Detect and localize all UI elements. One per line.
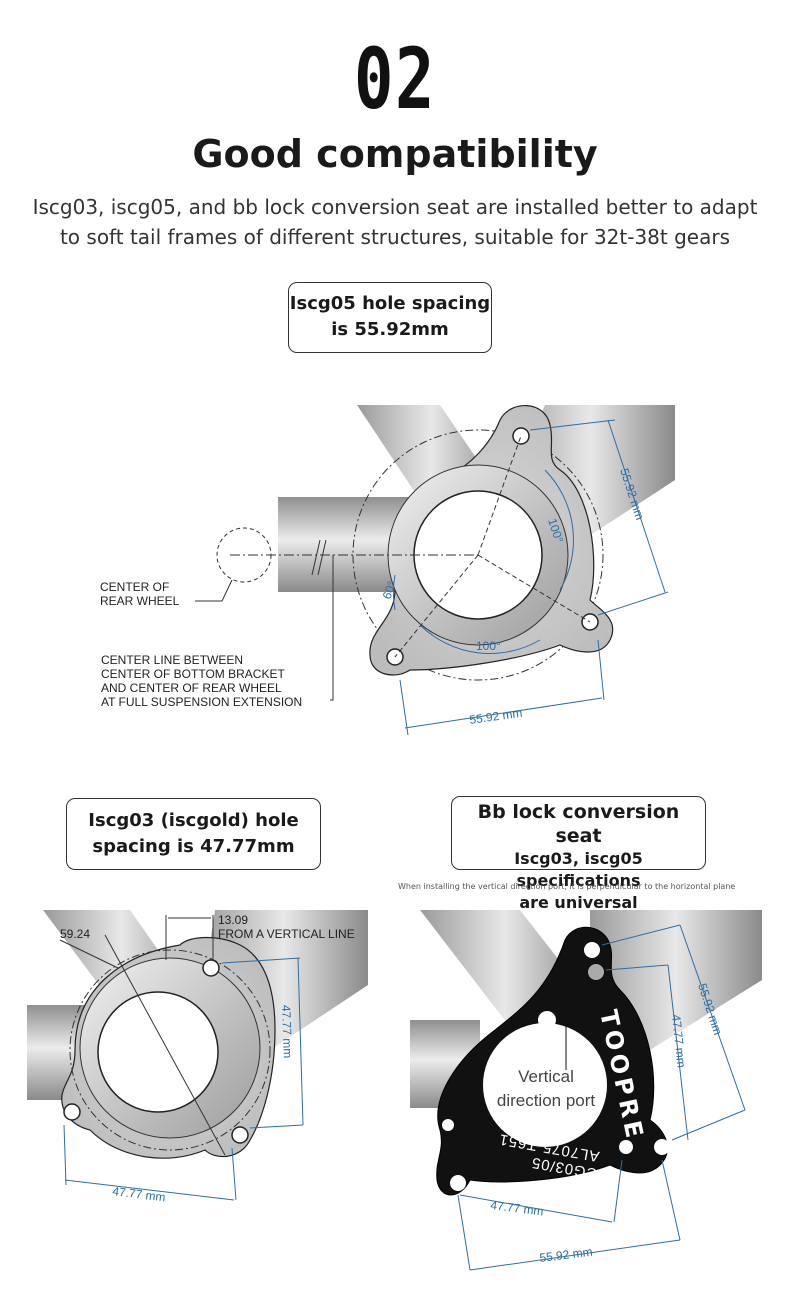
- iscg03-label-line-1: Iscg03 (iscgold) hole: [88, 810, 299, 831]
- subtitle-line-1: Iscg03, iscg05, and bb lock conversion s…: [32, 195, 758, 219]
- bolt-hole: [202, 959, 220, 977]
- port-label-2: direction port: [497, 1091, 596, 1110]
- bolt-hole: [584, 942, 600, 958]
- iscg03-dim-bottom: 47.77 mm: [112, 1184, 167, 1204]
- iscg05-dim-bottom: 55.92 mm: [468, 706, 523, 727]
- bolt-hole: [63, 1103, 81, 1121]
- bolt-hole: [442, 1119, 454, 1131]
- bb-dim-bottom-2: 55.92 mm: [539, 1245, 594, 1265]
- port-notch: [538, 1011, 556, 1029]
- bb-bore: [97, 991, 219, 1113]
- offset-value-label: 13.09: [218, 913, 248, 927]
- section-number: 02: [353, 30, 437, 128]
- iscg05-label-line-2: is 55.92mm: [331, 319, 449, 340]
- bb-lock-label-line-2: are universal: [519, 893, 638, 912]
- centerline-label-1: CENTER LINE BETWEEN: [101, 653, 243, 667]
- iscg05-label-line-1: Iscg05 hole spacing: [289, 293, 491, 314]
- iscg05-diagram: [195, 405, 675, 736]
- iscg05-label-box: Iscg05 hole spacing is 55.92mm: [288, 282, 492, 353]
- angle-label-left: 60°: [380, 579, 399, 601]
- installation-note: When installing the vertical direction p…: [398, 882, 736, 891]
- bolt-hole: [450, 1175, 466, 1191]
- bolt-hole: [619, 1140, 633, 1154]
- centerline-label-4: AT FULL SUSPENSION EXTENSION: [101, 695, 302, 709]
- iscg03-label-line-2: spacing is 47.77mm: [92, 836, 295, 857]
- offset-text-label: FROM A VERTICAL LINE: [218, 927, 355, 941]
- angle-label-lower: 100°: [476, 639, 501, 653]
- centerline-label-3: AND CENTER OF REAR WHEEL: [101, 681, 282, 695]
- rear-wheel-label-2: REAR WHEEL: [100, 594, 180, 608]
- bolt-hole: [588, 964, 604, 980]
- port-bore: [483, 1023, 607, 1147]
- rear-wheel-center: [216, 527, 272, 583]
- bolt-hole: [231, 1126, 249, 1144]
- bb-lock-diagram: [410, 910, 762, 1271]
- subtitle: Iscg03, iscg05, and bb lock conversion s…: [0, 192, 790, 252]
- subtitle-line-2: to soft tail frames of different structu…: [59, 225, 731, 249]
- iscg03-label-box: Iscg03 (iscgold) hole spacing is 47.77mm: [66, 798, 321, 870]
- iscg03-dim-right: 47.77 mm: [279, 1005, 295, 1059]
- angle-dim-label: 59.24: [60, 927, 90, 941]
- bb-lock-label-title: Bb lock conversion seat: [477, 801, 680, 847]
- bb-dim-right-2: 47.77 mm: [669, 1014, 689, 1069]
- bb-lock-label-box: Bb lock conversion seat Iscg03, iscg05 s…: [451, 796, 706, 912]
- bb-lock-label-line-1: Iscg03, iscg05 specifications: [514, 849, 643, 890]
- rear-wheel-label-1: CENTER OF: [100, 580, 169, 594]
- port-label-1: Vertical: [518, 1067, 574, 1086]
- bb-dim-bottom-1: 47.77 mm: [490, 1198, 545, 1218]
- bolt-hole: [654, 1139, 670, 1155]
- iscg03-diagram: [27, 910, 368, 1201]
- centerline-label-2: CENTER OF BOTTOM BRACKET: [101, 667, 285, 681]
- bolt-hole: [512, 427, 530, 445]
- page-title: Good compatibility: [192, 132, 598, 176]
